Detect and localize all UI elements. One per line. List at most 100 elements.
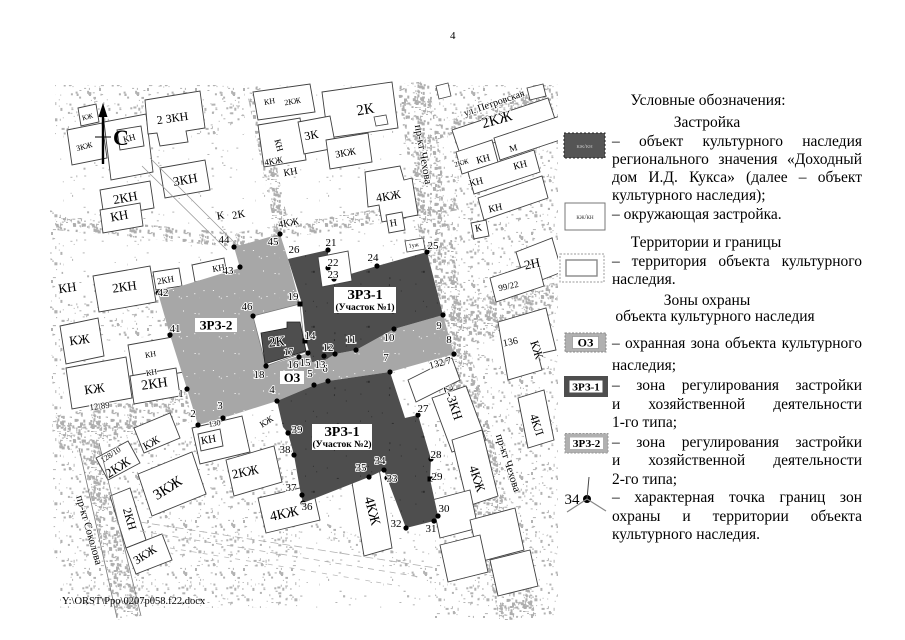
svg-text:С: С — [113, 125, 129, 150]
svg-text:42: 42 — [158, 287, 169, 299]
svg-text:4КЖ: 4КЖ — [263, 154, 284, 167]
svg-text:2Н: 2Н — [523, 255, 542, 273]
svg-text:43: 43 — [223, 265, 235, 277]
svg-text:КН: КН — [57, 279, 77, 296]
svg-text:130: 130 — [208, 418, 221, 429]
svg-text:30: 30 — [439, 503, 451, 515]
svg-text:17: 17 — [283, 347, 294, 359]
svg-text:10: 10 — [384, 332, 396, 344]
svg-text:4КЖ: 4КЖ — [269, 504, 301, 525]
svg-text:136: 136 — [502, 336, 519, 350]
svg-text:25: 25 — [428, 240, 440, 252]
svg-text:36: 36 — [302, 501, 314, 513]
svg-text:1: 1 — [178, 388, 184, 400]
svg-text:М: М — [508, 142, 518, 154]
svg-text:3КН: 3КН — [172, 170, 199, 189]
svg-text:КН: КН — [263, 96, 276, 107]
svg-text:КН: КН — [475, 152, 491, 166]
svg-text:К: К — [474, 222, 483, 234]
svg-text:ЗРЗ-1: ЗРЗ-1 — [347, 288, 382, 303]
svg-text:3: 3 — [217, 400, 223, 412]
svg-text:34: 34 — [565, 492, 581, 508]
svg-text:12: 12 — [323, 342, 334, 354]
svg-text:4КЖ: 4КЖ — [360, 495, 382, 527]
svg-text:32: 32 — [391, 518, 402, 530]
svg-text:(Участок №2): (Участок №2) — [312, 439, 371, 450]
svg-text:35: 35 — [356, 462, 368, 474]
svg-text:37: 37 — [286, 482, 298, 494]
svg-text:2КЖ: 2КЖ — [230, 461, 260, 481]
svg-text:3К: 3К — [303, 127, 320, 143]
svg-text:ЗРЗ-2: ЗРЗ-2 — [573, 438, 601, 450]
svg-text:4: 4 — [269, 384, 275, 396]
svg-text:2КН: 2КН — [156, 274, 175, 287]
svg-text:22: 22 — [328, 257, 339, 269]
svg-text:КН: КН — [211, 262, 226, 274]
svg-text:28: 28 — [431, 449, 443, 461]
svg-text:31: 31 — [426, 523, 437, 535]
svg-text:ЗРЗ-1: ЗРЗ-1 — [324, 425, 359, 440]
svg-text:16: 16 — [288, 359, 300, 371]
svg-text:26: 26 — [289, 244, 301, 256]
svg-text:11: 11 — [346, 334, 357, 346]
svg-text:13: 13 — [315, 359, 327, 371]
svg-text:ОЗ: ОЗ — [284, 371, 301, 385]
svg-text:2К: 2К — [355, 100, 376, 119]
svg-text:К: К — [216, 209, 226, 222]
svg-text:46: 46 — [242, 301, 254, 313]
svg-text:2КН: 2КН — [140, 375, 168, 394]
svg-text:19: 19 — [288, 291, 300, 303]
svg-text:2КН: 2КН — [112, 188, 139, 207]
svg-text:9: 9 — [436, 320, 442, 332]
svg-text:33: 33 — [387, 473, 399, 485]
svg-text:КН: КН — [145, 367, 158, 378]
svg-text:8: 8 — [446, 334, 452, 346]
svg-text:кж/кн: кж/кн — [576, 213, 594, 221]
svg-text:КН: КН — [144, 349, 157, 360]
svg-text:7: 7 — [383, 352, 389, 364]
svg-text:39: 39 — [292, 424, 304, 436]
svg-text:(Участок №1): (Участок №1) — [335, 302, 394, 313]
svg-text:2КЖ: 2КЖ — [284, 96, 303, 108]
svg-text:Н: Н — [389, 217, 398, 229]
svg-text:38: 38 — [280, 444, 292, 456]
svg-text:КЖ: КЖ — [81, 112, 94, 123]
svg-text:КН: КН — [488, 202, 504, 216]
svg-text:27: 27 — [418, 403, 430, 415]
svg-text:41: 41 — [170, 323, 181, 335]
svg-text:кж/кн: кж/кн — [576, 143, 593, 150]
svg-text:2К: 2К — [268, 334, 286, 350]
svg-text:КН: КН — [512, 158, 528, 172]
svg-text:45: 45 — [268, 236, 280, 248]
svg-text:КН: КН — [109, 207, 129, 225]
svg-text:ЗКЖ: ЗКЖ — [334, 146, 356, 160]
svg-text:6: 6 — [322, 363, 328, 375]
svg-text:КН: КН — [283, 166, 299, 179]
svg-text:ОЗ: ОЗ — [578, 336, 594, 350]
svg-text:2 ЗКН: 2 ЗКН — [156, 109, 190, 127]
svg-text:4КЖ: 4КЖ — [375, 187, 402, 205]
svg-text:КЖ: КЖ — [68, 331, 91, 349]
svg-text:КН: КН — [272, 138, 285, 153]
svg-text:18: 18 — [254, 369, 266, 381]
svg-text:4КЖ: 4КЖ — [277, 216, 299, 230]
svg-text:23: 23 — [328, 269, 340, 281]
svg-text:24: 24 — [368, 252, 380, 264]
svg-text:2К: 2К — [231, 208, 246, 222]
svg-text:ЗРЗ-2: ЗРЗ-2 — [200, 318, 233, 333]
svg-text:2КН: 2КН — [111, 277, 137, 295]
svg-text:21: 21 — [326, 237, 337, 249]
svg-text:14: 14 — [305, 330, 317, 342]
svg-text:КН: КН — [122, 132, 137, 145]
svg-text:ЗРЗ-1: ЗРЗ-1 — [572, 382, 600, 394]
svg-text:КЖ: КЖ — [527, 339, 546, 361]
svg-text:2: 2 — [190, 408, 196, 420]
svg-text:1уж: 1уж — [408, 242, 420, 250]
svg-text:5: 5 — [307, 368, 313, 380]
svg-text:КН: КН — [200, 433, 217, 447]
svg-text:КН: КН — [468, 175, 484, 189]
svg-text:КЖ: КЖ — [83, 380, 106, 398]
svg-text:12/89: 12/89 — [89, 400, 111, 413]
svg-text:15: 15 — [300, 357, 312, 369]
svg-text:34: 34 — [375, 455, 387, 467]
